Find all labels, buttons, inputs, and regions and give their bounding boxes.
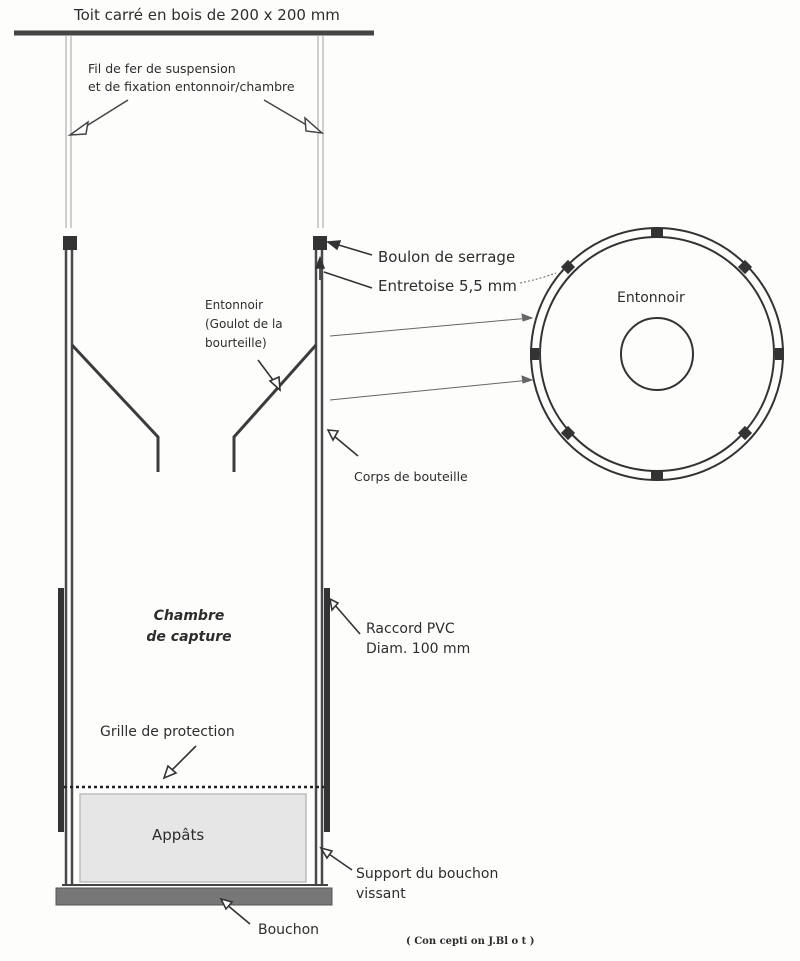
chamber-label: Chambre de capture (146, 608, 232, 645)
cross-section (530, 227, 784, 481)
funnel-neck (70, 343, 318, 472)
bait-box (79, 793, 307, 883)
cap-label: Bouchon (258, 922, 320, 938)
wire-arrows (67, 99, 325, 136)
grid-label: Grille de protection (100, 724, 235, 740)
pvc-fitting-right (324, 588, 330, 832)
left-bolt (63, 236, 77, 250)
bottle-body-label: Corps de bouteille (354, 469, 468, 484)
spacer-label: Entretoise 5,5 mm (378, 277, 517, 295)
bottle-cap (55, 887, 333, 906)
bait-label: Appâts (152, 826, 205, 844)
cap-support-label: Support du bouchon vissant (356, 866, 499, 902)
credit-label: ( Con cepti on J.Bl o t ) (406, 936, 535, 947)
pvc-label: Raccord PVC Diam. 100 mm (366, 621, 471, 657)
section-spacers (530, 229, 784, 479)
roof-label: Toit carré en bois de 200 x 200 mm (74, 6, 340, 24)
funnel-label: Entonnoir (Goulot de la bourteille) (205, 298, 283, 350)
section-leaders (329, 272, 557, 401)
pvc-fitting-left (58, 588, 64, 832)
right-bolt (313, 236, 327, 250)
bottle-walls (64, 240, 324, 885)
section-label: Entonnoir (617, 290, 685, 306)
wire-label: Fil de fer de suspension et de fixation … (88, 61, 295, 94)
annotation-arrows (162, 240, 373, 925)
bolt-label: Boulon de serrage (378, 248, 516, 266)
